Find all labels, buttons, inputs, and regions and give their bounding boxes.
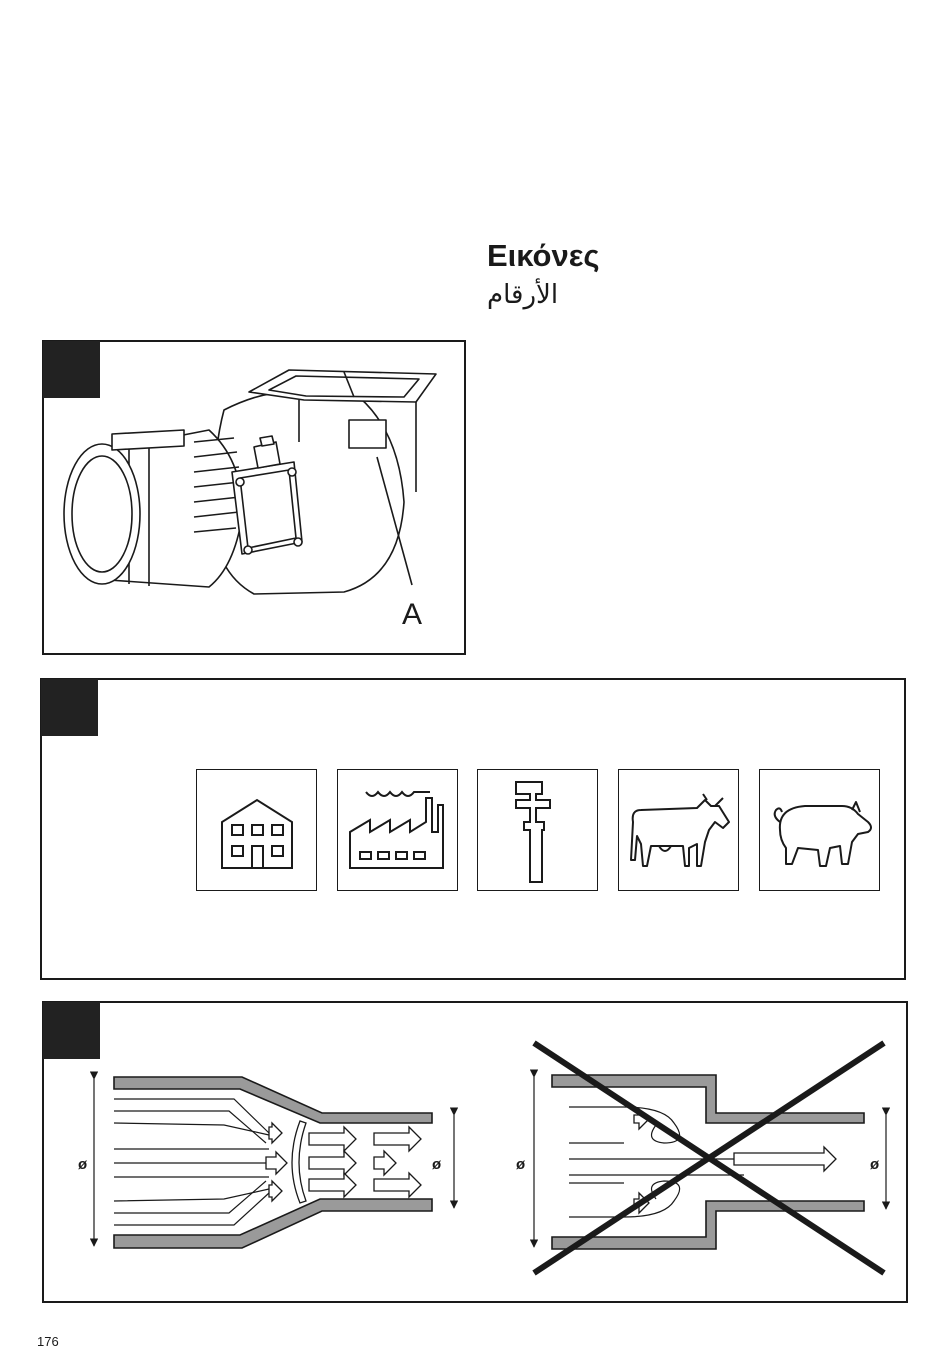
- diameter-symbol-right-large: ø: [516, 1156, 526, 1173]
- page-title: Εικόνες: [487, 238, 600, 274]
- page-number: 176: [37, 1334, 59, 1350]
- correct-duct-transition: ø ø: [78, 1077, 454, 1248]
- incorrect-duct-transition: ø ø: [516, 1043, 886, 1273]
- figure-3-panel: ø ø ø ø: [42, 1001, 908, 1303]
- diameter-symbol-left-small: ø: [432, 1156, 442, 1173]
- page-subtitle-arabic: ﺍﻷﺭﻗﺎﻡ: [487, 278, 558, 310]
- callout-label-a: A: [402, 598, 422, 631]
- fan-illustration: A: [44, 342, 468, 657]
- pig-icon: [759, 769, 880, 891]
- wrench-icon: [477, 769, 598, 891]
- duct-flow-diagrams: ø ø ø ø: [44, 1003, 910, 1305]
- diameter-symbol-right-small: ø: [870, 1156, 880, 1173]
- figure-2-tab: [41, 679, 98, 736]
- diameter-symbol-left-large: ø: [78, 1156, 88, 1173]
- factory-icon: [337, 769, 458, 891]
- house-icon: [196, 769, 317, 891]
- figure-1-panel: A: [42, 340, 466, 655]
- figure-2-panel: [40, 678, 906, 980]
- cow-icon: [618, 769, 739, 891]
